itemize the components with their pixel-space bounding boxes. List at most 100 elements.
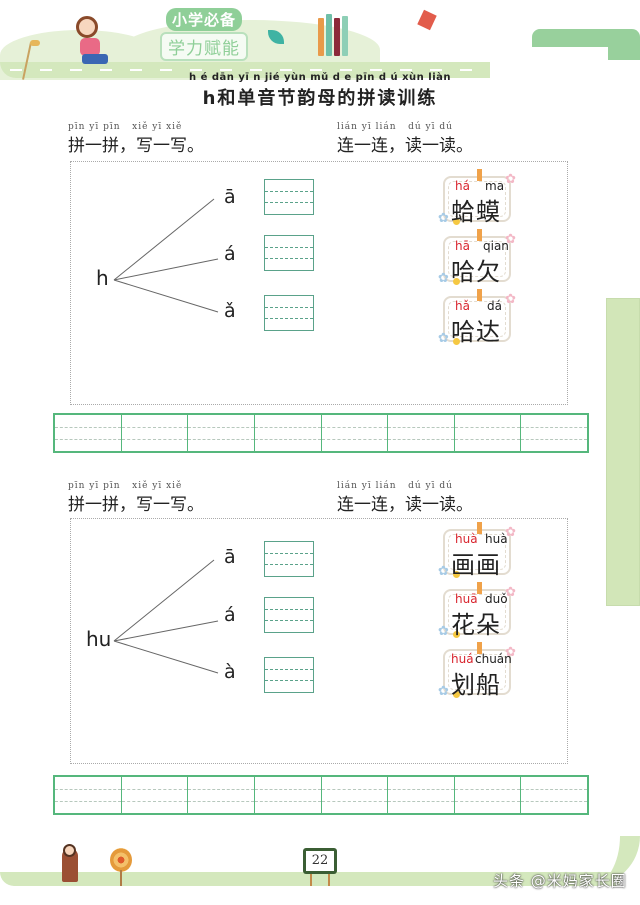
final-vowel: ǎ xyxy=(224,300,236,322)
writing-box[interactable] xyxy=(264,179,314,215)
page-title: h和单音节韵母的拼读训练 xyxy=(202,88,438,109)
instruction-pinyin: lián yī lián dú yī dú xyxy=(337,122,453,132)
star-icon: ✿ xyxy=(505,292,516,307)
instruction-text: 拼一拼，写一写。 xyxy=(68,495,204,515)
book-icon xyxy=(318,18,324,56)
star-icon: ✿ xyxy=(505,232,516,247)
star-icon: ✿ xyxy=(505,585,516,600)
grid-cell[interactable] xyxy=(121,777,189,813)
card-pinyin-2: ma xyxy=(485,179,505,193)
card-pinyin-1: huà xyxy=(455,532,478,546)
page-number: 22 xyxy=(306,851,334,871)
card-pinyin-1: hǎ xyxy=(455,299,470,313)
grid-cell[interactable] xyxy=(121,415,189,451)
final-vowel: à xyxy=(224,661,236,683)
instruction-write: pīn yī pīn xiě yī xiě 拼一拼，写一写。 xyxy=(68,481,204,515)
initial-consonant: h xyxy=(96,266,109,290)
easel-leg xyxy=(310,872,312,886)
star-icon: ✿ xyxy=(438,624,449,639)
star-icon: ✿ xyxy=(438,211,449,226)
star-icon: ✿ xyxy=(505,645,516,660)
card-pinyin-1: huá xyxy=(451,652,474,666)
grid-cell[interactable] xyxy=(188,415,255,451)
girl-illustration xyxy=(76,16,98,38)
instruction-write: pīn yī pīn xiě yī xiě 拼一拼，写一写。 xyxy=(68,122,204,156)
grid-cell[interactable] xyxy=(254,415,322,451)
book-icon xyxy=(326,14,332,56)
exercise-frame xyxy=(70,161,568,405)
card-hanzi: 哈达 xyxy=(451,318,501,346)
grid-cell[interactable] xyxy=(321,777,389,813)
writing-grid[interactable] xyxy=(53,413,589,453)
archer-illustration xyxy=(63,844,76,857)
grid-cell[interactable] xyxy=(521,777,587,813)
grid-cell[interactable] xyxy=(454,777,522,813)
header-banner: 小学必备 学力赋能 xyxy=(0,0,490,90)
book-icon xyxy=(342,16,348,56)
book-icon xyxy=(334,18,340,56)
watermark: 头条 @米妈家长圈 xyxy=(493,872,627,890)
badge-top: 小学必备 xyxy=(166,8,243,31)
writing-grid[interactable] xyxy=(53,775,589,815)
word-card[interactable]: ✿✿ huá chuán 划船 xyxy=(438,642,516,699)
card-pinyin-1: há xyxy=(455,179,470,193)
instruction-pinyin: pīn yī pīn xiě yī xiě xyxy=(68,122,183,132)
card-hanzi: 花朵 xyxy=(451,611,501,639)
writing-box[interactable] xyxy=(264,597,314,633)
grid-cell[interactable] xyxy=(388,415,455,451)
grid-cell[interactable] xyxy=(521,415,587,451)
star-icon: ✿ xyxy=(438,564,449,579)
card-hanzi: 蛤蟆 xyxy=(451,198,501,226)
initial-consonant: hu xyxy=(86,627,112,651)
grid-cell[interactable] xyxy=(454,415,522,451)
grid-cell[interactable] xyxy=(321,415,389,451)
target-icon xyxy=(110,848,132,872)
girl-illustration xyxy=(82,54,108,64)
corner-tab-decoration xyxy=(608,40,640,60)
girl-illustration xyxy=(80,38,100,56)
grid-cell[interactable] xyxy=(388,777,455,813)
instruction-pinyin: pīn yī pīn xiě yī xiě xyxy=(68,481,183,491)
final-vowel: ā xyxy=(224,186,236,208)
writing-box[interactable] xyxy=(264,235,314,271)
lamp-icon xyxy=(30,40,40,46)
card-pinyin-2: duǒ xyxy=(485,592,508,606)
writing-box[interactable] xyxy=(264,541,314,577)
card-pinyin-2: huà xyxy=(485,532,508,546)
leaf-icon xyxy=(268,30,284,44)
star-icon: ✿ xyxy=(438,331,449,346)
writing-box[interactable] xyxy=(264,295,314,331)
card-pinyin-2: chuán xyxy=(475,652,512,666)
word-card[interactable]: ✿ ✿ hǎ dá 哈达 xyxy=(438,289,516,346)
star-icon: ✿ xyxy=(505,525,516,540)
card-pinyin-2: dá xyxy=(487,299,502,313)
final-vowel: á xyxy=(224,604,236,626)
word-card[interactable]: ✿ ✿ hā qian 哈欠 xyxy=(438,229,516,286)
star-icon: ✿ xyxy=(505,172,516,187)
card-hanzi: 哈欠 xyxy=(451,258,501,286)
instruction-text: 连一连，读一读。 xyxy=(337,136,473,156)
word-card[interactable]: ✿ ✿ huà huà 画画 xyxy=(438,522,516,579)
word-card[interactable]: ✿ ✿ huā duǒ 花朵 xyxy=(438,582,516,639)
instruction-text: 拼一拼，写一写。 xyxy=(68,136,204,156)
grid-cell[interactable] xyxy=(254,777,322,813)
star-icon: ✿ xyxy=(438,271,449,286)
final-vowel: á xyxy=(224,243,236,265)
card-hanzi: 画画 xyxy=(451,551,501,579)
word-card[interactable]: ✿ ✿ há ma 蛤蟆 xyxy=(438,169,516,226)
instruction-connect: lián yī lián dú yī dú 连一连，读一读。 xyxy=(337,122,473,156)
grid-cell[interactable] xyxy=(55,415,122,451)
card-pinyin-2: qian xyxy=(483,239,509,253)
card-pinyin-1: hā xyxy=(455,239,470,253)
card-hanzi: 划船 xyxy=(451,671,501,699)
writing-box[interactable] xyxy=(264,657,314,693)
grid-cell[interactable] xyxy=(55,777,122,813)
card-pinyin-1: huā xyxy=(455,592,478,606)
grid-cell[interactable] xyxy=(188,777,255,813)
page-number-board: 22 xyxy=(303,848,337,874)
final-vowel: ā xyxy=(224,546,236,568)
instruction-pinyin: lián yī lián dú yī dú xyxy=(337,481,453,491)
target-icon xyxy=(120,870,122,886)
exercise-frame xyxy=(70,518,568,764)
